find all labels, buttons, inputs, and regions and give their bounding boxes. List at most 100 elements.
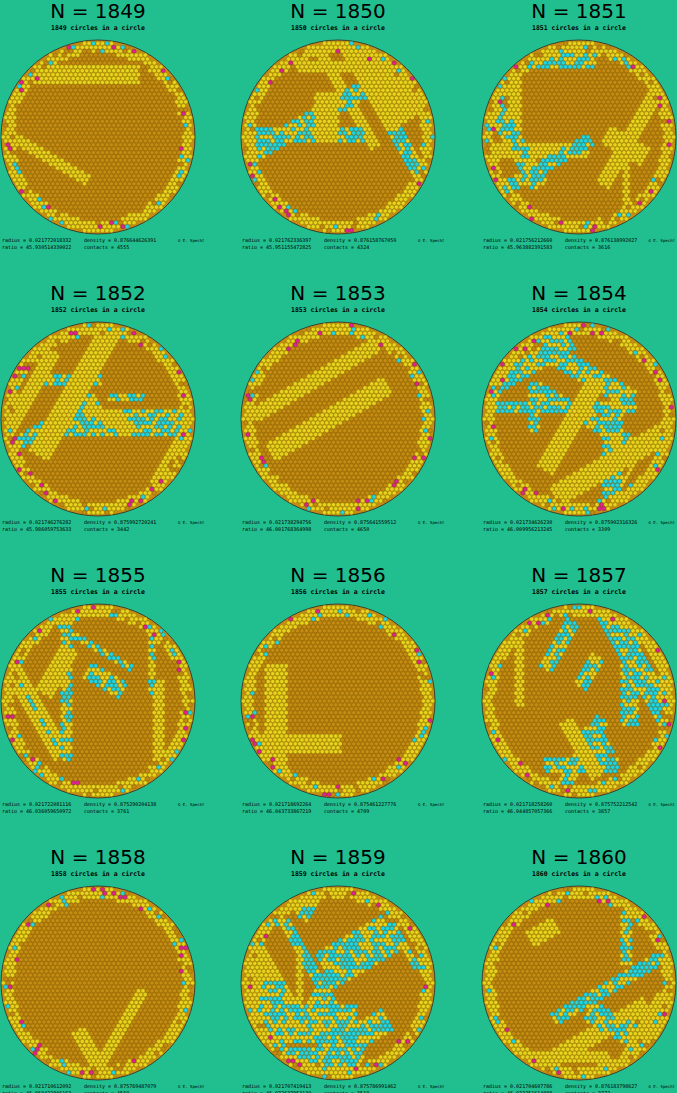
panel-title: N = 1860 (531, 847, 626, 867)
contacts-value: contacts = 3309 (565, 527, 610, 533)
panel-title: N = 1854 (531, 283, 626, 303)
radius-value: radius = 0.021756212660 (483, 238, 552, 244)
contacts-value: contacts = 4650 (324, 527, 369, 533)
ratio-value: ratio = 46.073251614888 (483, 1091, 552, 1093)
panel-subtitle: 1857 circles in a circle (532, 589, 626, 596)
panel-subtitle: 1858 circles in a circle (51, 871, 145, 878)
container-circle (1, 322, 195, 516)
copyright-note: © E. Specht (649, 239, 676, 243)
density-value: density = 0.875290204138 (84, 802, 156, 808)
packing-panel (241, 40, 435, 234)
density-value: density = 0.876138992027 (565, 238, 637, 244)
contacts-value: contacts = 3510 (324, 1091, 369, 1093)
ratio-value: ratio = 46.072637953130 (242, 1091, 311, 1093)
density-value: density = 0.875461227776 (324, 802, 396, 808)
ratio-value: ratio = 46.036059650972 (2, 809, 71, 815)
contacts-value: contacts = 4324 (324, 245, 369, 251)
container-circle (241, 604, 435, 798)
ratio-value: ratio = 45.963882391583 (483, 245, 552, 251)
packing-panel (241, 886, 435, 1080)
contacts-value: contacts = 4555 (84, 245, 129, 251)
panel-title: N = 1850 (290, 1, 385, 21)
packed-circles (1, 605, 194, 796)
ratio-value: ratio = 46.001768364998 (242, 527, 311, 533)
packing-panel (482, 322, 676, 516)
packing-panel (241, 604, 435, 798)
panel-title: N = 1855 (50, 565, 145, 585)
packed-circles (482, 605, 675, 796)
copyright-note: © E. Specht (178, 1085, 205, 1089)
contacts-value: contacts = 3761 (84, 809, 129, 815)
radius-value: radius = 0.021762336397 (242, 238, 311, 244)
copyright-note: © E. Specht (649, 803, 676, 807)
container-circle (482, 886, 676, 1080)
density-value: density = 0.875992720241 (84, 520, 156, 526)
density-value: density = 0.875641559512 (324, 520, 396, 526)
density-value: density = 0.875902316326 (565, 520, 637, 526)
copyright-note: © E. Specht (418, 239, 445, 243)
radius-value: radius = 0.021738294756 (242, 520, 311, 526)
packing-panel (1, 604, 195, 798)
packing-panel (1, 322, 195, 516)
packed-circles (482, 41, 675, 232)
radius-value: radius = 0.021707419413 (242, 1084, 311, 1090)
copyright-note: © E. Specht (178, 803, 205, 807)
panel-title: N = 1856 (290, 565, 385, 585)
radius-value: radius = 0.021722081116 (2, 802, 71, 808)
container-circle (1, 604, 195, 798)
copyright-note: © E. Specht (649, 521, 676, 525)
container-circle (482, 604, 676, 798)
ratio-value: ratio = 45.951155472825 (242, 245, 311, 251)
packed-circles (241, 887, 434, 1078)
panel-subtitle: 1853 circles in a circle (291, 307, 385, 314)
packing-panel (1, 40, 195, 234)
ratio-value: ratio = 46.060422806163 (2, 1091, 71, 1093)
copyright-note: © E. Specht (418, 1085, 445, 1089)
contacts-value: contacts = 3442 (84, 527, 129, 533)
panel-title: N = 1852 (50, 283, 145, 303)
density-value: density = 0.876183798627 (565, 1084, 637, 1090)
container-circle (482, 40, 676, 234)
radius-value: radius = 0.021746276282 (2, 520, 71, 526)
density-value: density = 0.876158767059 (324, 238, 396, 244)
packed-circles (1, 323, 194, 514)
panel-title: N = 1859 (290, 847, 385, 867)
container-circle (1, 886, 195, 1080)
copyright-note: © E. Specht (178, 521, 205, 525)
packed-circles (1, 41, 194, 232)
panel-subtitle: 1860 circles in a circle (532, 871, 626, 878)
ratio-value: ratio = 45.986059753633 (2, 527, 71, 533)
packing-panel (1, 886, 195, 1080)
panel-subtitle: 1851 circles in a circle (532, 25, 626, 32)
packed-circles (241, 41, 434, 232)
ratio-value: ratio = 46.044857057366 (483, 809, 552, 815)
packing-panel (482, 886, 676, 1080)
container-circle (241, 322, 435, 516)
density-value: density = 0.875752212542 (565, 802, 637, 808)
panel-subtitle: 1859 circles in a circle (291, 871, 385, 878)
panel-subtitle: 1850 circles in a circle (291, 25, 385, 32)
contacts-value: contacts = 4709 (324, 809, 369, 815)
packed-circles (241, 605, 434, 796)
packed-circles (482, 887, 675, 1078)
density-value: density = 0.875769487079 (84, 1084, 156, 1090)
ratio-value: ratio = 45.930514330022 (2, 245, 71, 251)
radius-value: radius = 0.021718258260 (483, 802, 552, 808)
container-circle (241, 40, 435, 234)
copyright-note: © E. Specht (649, 1085, 676, 1089)
contacts-value: contacts = 3616 (565, 245, 610, 251)
packing-panel (482, 604, 676, 798)
packed-circles (482, 323, 675, 514)
radius-value: radius = 0.021710612092 (2, 1084, 71, 1090)
panel-title: N = 1857 (531, 565, 626, 585)
contacts-value: contacts = 3857 (565, 809, 610, 815)
panel-subtitle: 1854 circles in a circle (532, 307, 626, 314)
panel-subtitle: 1856 circles in a circle (291, 589, 385, 596)
packing-panel (482, 40, 676, 234)
packed-circles (1, 887, 194, 1078)
panel-title: N = 1858 (50, 847, 145, 867)
copyright-note: © E. Specht (418, 521, 445, 525)
panel-subtitle: 1855 circles in a circle (51, 589, 145, 596)
